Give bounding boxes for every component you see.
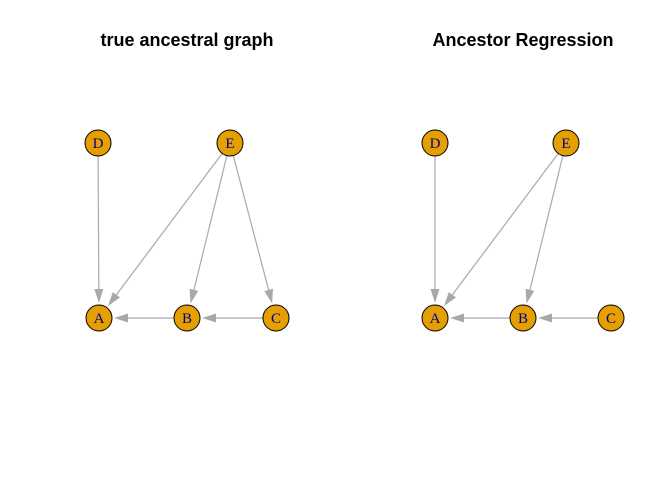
- node-circle-E: [216, 129, 244, 157]
- node-label-D: D: [93, 136, 104, 152]
- edge-line-E-A: [115, 153, 223, 296]
- edge-line-E-B: [193, 155, 228, 290]
- edge-arrow-D-A: [430, 289, 440, 303]
- node-circle-C: [262, 304, 290, 332]
- panel-right-graph: D E A B C: [421, 129, 625, 332]
- panel-right: Ancestor Regression D E A B C: [421, 30, 625, 332]
- panel-left-graph: D E A B C: [84, 129, 290, 332]
- node-label-D: D: [430, 136, 441, 152]
- edge-line-E-C: [232, 155, 270, 291]
- node-circle-B: [509, 304, 537, 332]
- edge-arrow-E-B: [189, 288, 199, 304]
- edge-arrow-C-B: [202, 313, 216, 323]
- node-label-C: C: [606, 311, 616, 327]
- node-label-B: B: [518, 311, 528, 327]
- panel-left: true ancestral graph D E A B C: [84, 30, 290, 332]
- node-label-E: E: [225, 136, 234, 152]
- edge-arrow-C-B: [538, 313, 552, 323]
- edge-arrow-E-A: [443, 292, 456, 306]
- node-label-B: B: [182, 311, 192, 327]
- node-circle-D: [421, 129, 449, 157]
- node-circle-D: [84, 129, 112, 157]
- node-circle-A: [421, 304, 449, 332]
- node-circle-A: [85, 304, 113, 332]
- edge-arrow-E-C: [264, 288, 273, 304]
- edge-arrow-E-A: [107, 292, 120, 306]
- edge-arrow-D-A: [94, 288, 104, 304]
- edge-line-E-B: [529, 155, 564, 290]
- node-label-C: C: [271, 311, 281, 327]
- node-label-A: A: [94, 311, 105, 327]
- edge-arrow-B-A: [114, 313, 128, 323]
- node-circle-B: [173, 304, 201, 332]
- edge-arrow-E-B: [525, 288, 535, 304]
- node-label-E: E: [561, 136, 570, 152]
- edge-line-E-A: [451, 153, 559, 296]
- edge-line-D-A: [97, 155, 100, 290]
- node-label-A: A: [430, 311, 441, 327]
- node-circle-C: [597, 304, 625, 332]
- node-circle-E: [552, 129, 580, 157]
- panel-right-title: Ancestor Regression: [432, 30, 613, 50]
- panel-left-title: true ancestral graph: [100, 30, 273, 50]
- edge-arrow-B-A: [450, 313, 464, 323]
